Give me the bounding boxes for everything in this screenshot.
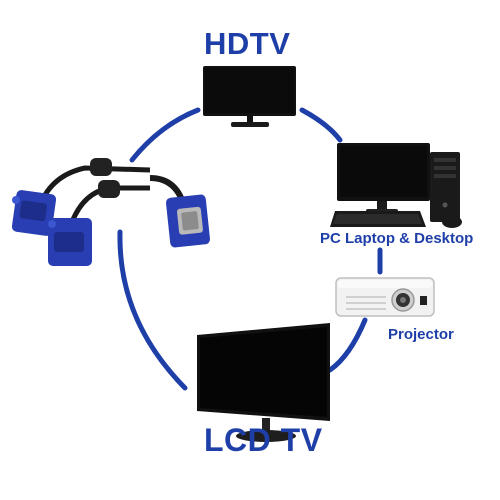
hdtv-icon [203,66,296,127]
lcd-tv-icon [197,323,330,442]
vga-connector-2 [48,218,92,266]
arc-right-bottom [327,317,368,373]
pc-laptop-desktop-label: PC Laptop & Desktop [320,230,474,247]
vga-connector-1 [11,190,57,236]
vga-connector-3 [165,194,211,248]
desktop-computer-icon [330,143,462,228]
arc-top-left [129,107,201,163]
projector-label: Projector [388,326,454,343]
vga-splitter-cable-icon [11,158,211,266]
arc-left [117,229,188,391]
connection-arcs [117,107,383,391]
hdtv-label: HDTV [204,26,291,61]
projector-icon [335,277,435,317]
arc-top-right [299,107,343,143]
lcd-tv-label: LCD TV [204,422,323,458]
